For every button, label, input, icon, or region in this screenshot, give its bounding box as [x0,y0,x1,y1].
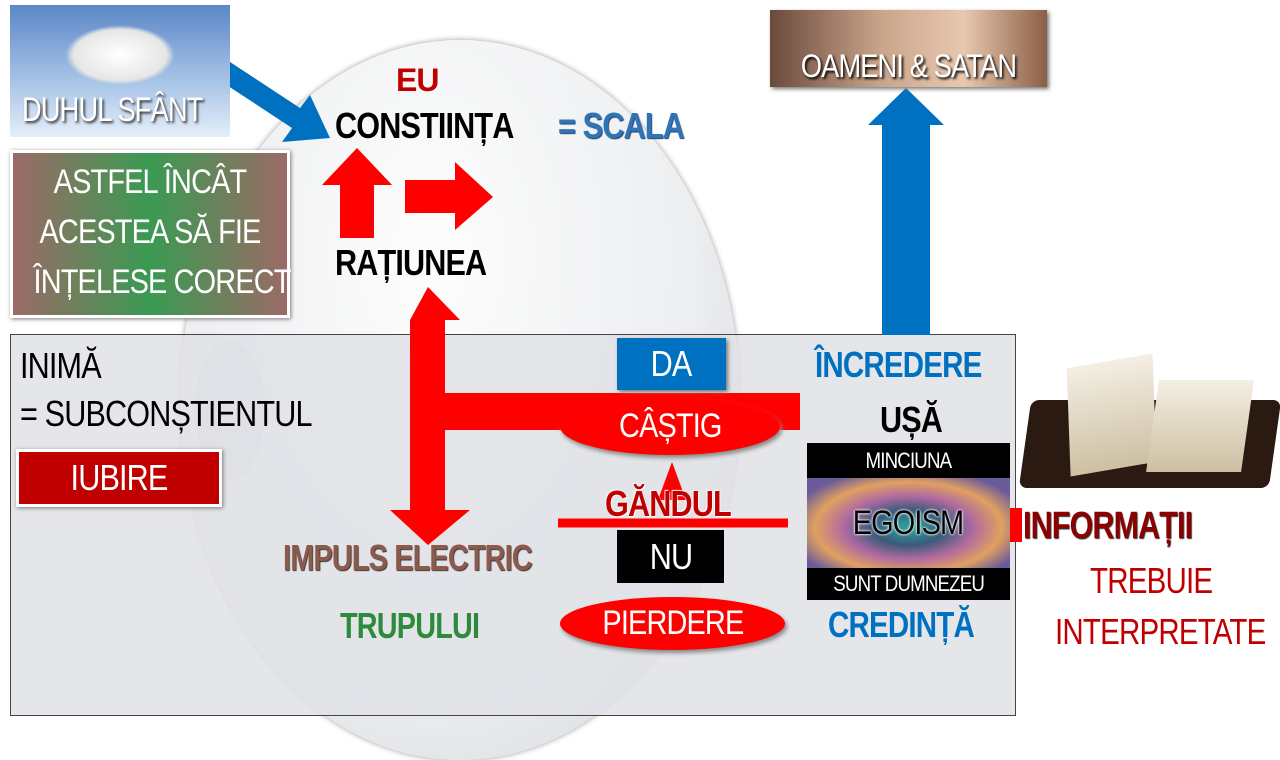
egoism-label: EGOISM [853,504,964,542]
lie-box: MINCIUNA [807,443,1010,478]
love-box: IUBIRE [16,449,222,507]
explain-line: ÎNȚELESE CORECT [33,263,292,301]
blue-arrow-up [868,88,944,335]
eu-label: EU [396,62,439,98]
trust-label: ÎNCREDERE [815,344,982,385]
info-line2: INTERPRETATE [1055,611,1266,652]
iam-god-label: SUNT DUMNEZEU [833,571,985,596]
bible-icon [1018,353,1280,488]
blue-arrow-spirit [222,62,330,142]
thought-label: GĂNDUL [605,483,732,524]
heart-title: INIMĂ [20,345,102,386]
red-arrow-up-small [322,148,392,238]
lie-label: MINCIUNA [865,447,953,473]
body-label: TRUPULUI [340,605,480,646]
love-label: IUBIRE [70,457,169,498]
info-line1: TREBUIE [1090,560,1213,601]
no-label: NU [649,535,692,577]
dove-icon [65,25,175,85]
reason-label: RAȚIUNEA [335,242,487,283]
explain-line: ASTFEL ÎNCÂT [53,163,248,201]
explain-line: ACESTEA SĂ FIE [39,213,261,251]
impulse-label: IMPULS ELECTRIC [283,537,533,578]
holy-spirit-image: DUHUL SFÂNT [10,5,230,137]
info-title: INFORMAȚII [1023,505,1193,547]
egoism-eye-image: EGOISM [807,478,1010,568]
door-label: UȘĂ [880,399,943,440]
red-arrow-thought [658,462,686,500]
red-arrow-right [405,162,493,230]
loss-ellipse: PIERDERE [560,597,785,650]
holy-spirit-label: DUHUL SFÂNT [22,91,203,129]
gain-ellipse: CÂȘTIG [560,398,780,455]
loss-label: PIERDERE [602,604,744,642]
heart-subtitle: = SUBCONȘTIENTUL [20,393,312,434]
people-image: OAMENI & SATAN [770,10,1047,87]
yes-box: DA [617,338,726,390]
gain-label: CÂȘTIG [618,407,722,445]
iam-god-box: SUNT DUMNEZEU [807,568,1010,600]
no-box: NU [617,530,724,583]
conscience-label: CONSTIINȚA [335,105,514,146]
faith-label: CREDINȚĂ [828,604,975,645]
people-label: OAMENI & SATAN [800,48,1017,84]
yes-label: DA [651,343,693,384]
explain-box: ASTFEL ÎNCÂT ACESTEA SĂ FIE ÎNȚELESE COR… [10,150,292,318]
scale-label: = SCALA [558,105,685,146]
